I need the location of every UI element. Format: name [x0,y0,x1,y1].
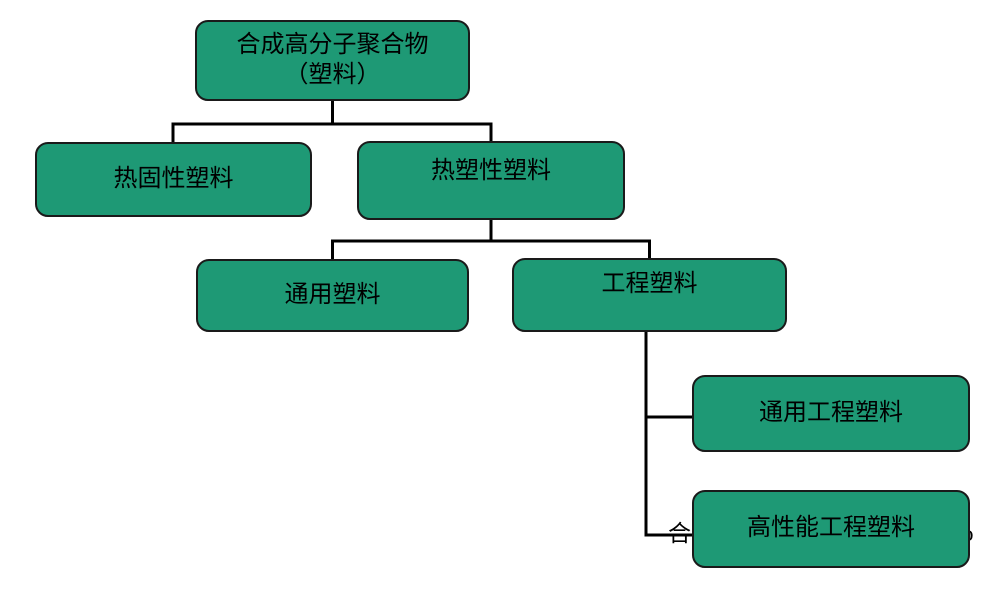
connector-group [171,101,700,537]
connector-path [332,122,493,141]
connector-path [644,417,700,537]
connector-path [644,332,692,419]
connector-path [331,220,493,259]
node-synthetic-polymer[interactable]: 合成高分子聚合物 （塑料） [195,20,470,101]
node-engineering-plastic[interactable]: 工程塑料 [512,258,787,332]
node-general-purpose-plastic[interactable]: 通用塑料 [196,259,469,332]
node-thermosetting-plastic[interactable]: 热固性塑料 [35,142,312,217]
node-general-engineering-plastic[interactable]: 通用工程塑料 [692,375,970,452]
node-thermoplastic[interactable]: 热塑性塑料 [357,141,625,220]
node-high-performance-engineering-plastic[interactable]: 高性能工程塑料 [692,490,970,568]
connector-path [491,239,651,258]
connector-path [171,101,334,142]
